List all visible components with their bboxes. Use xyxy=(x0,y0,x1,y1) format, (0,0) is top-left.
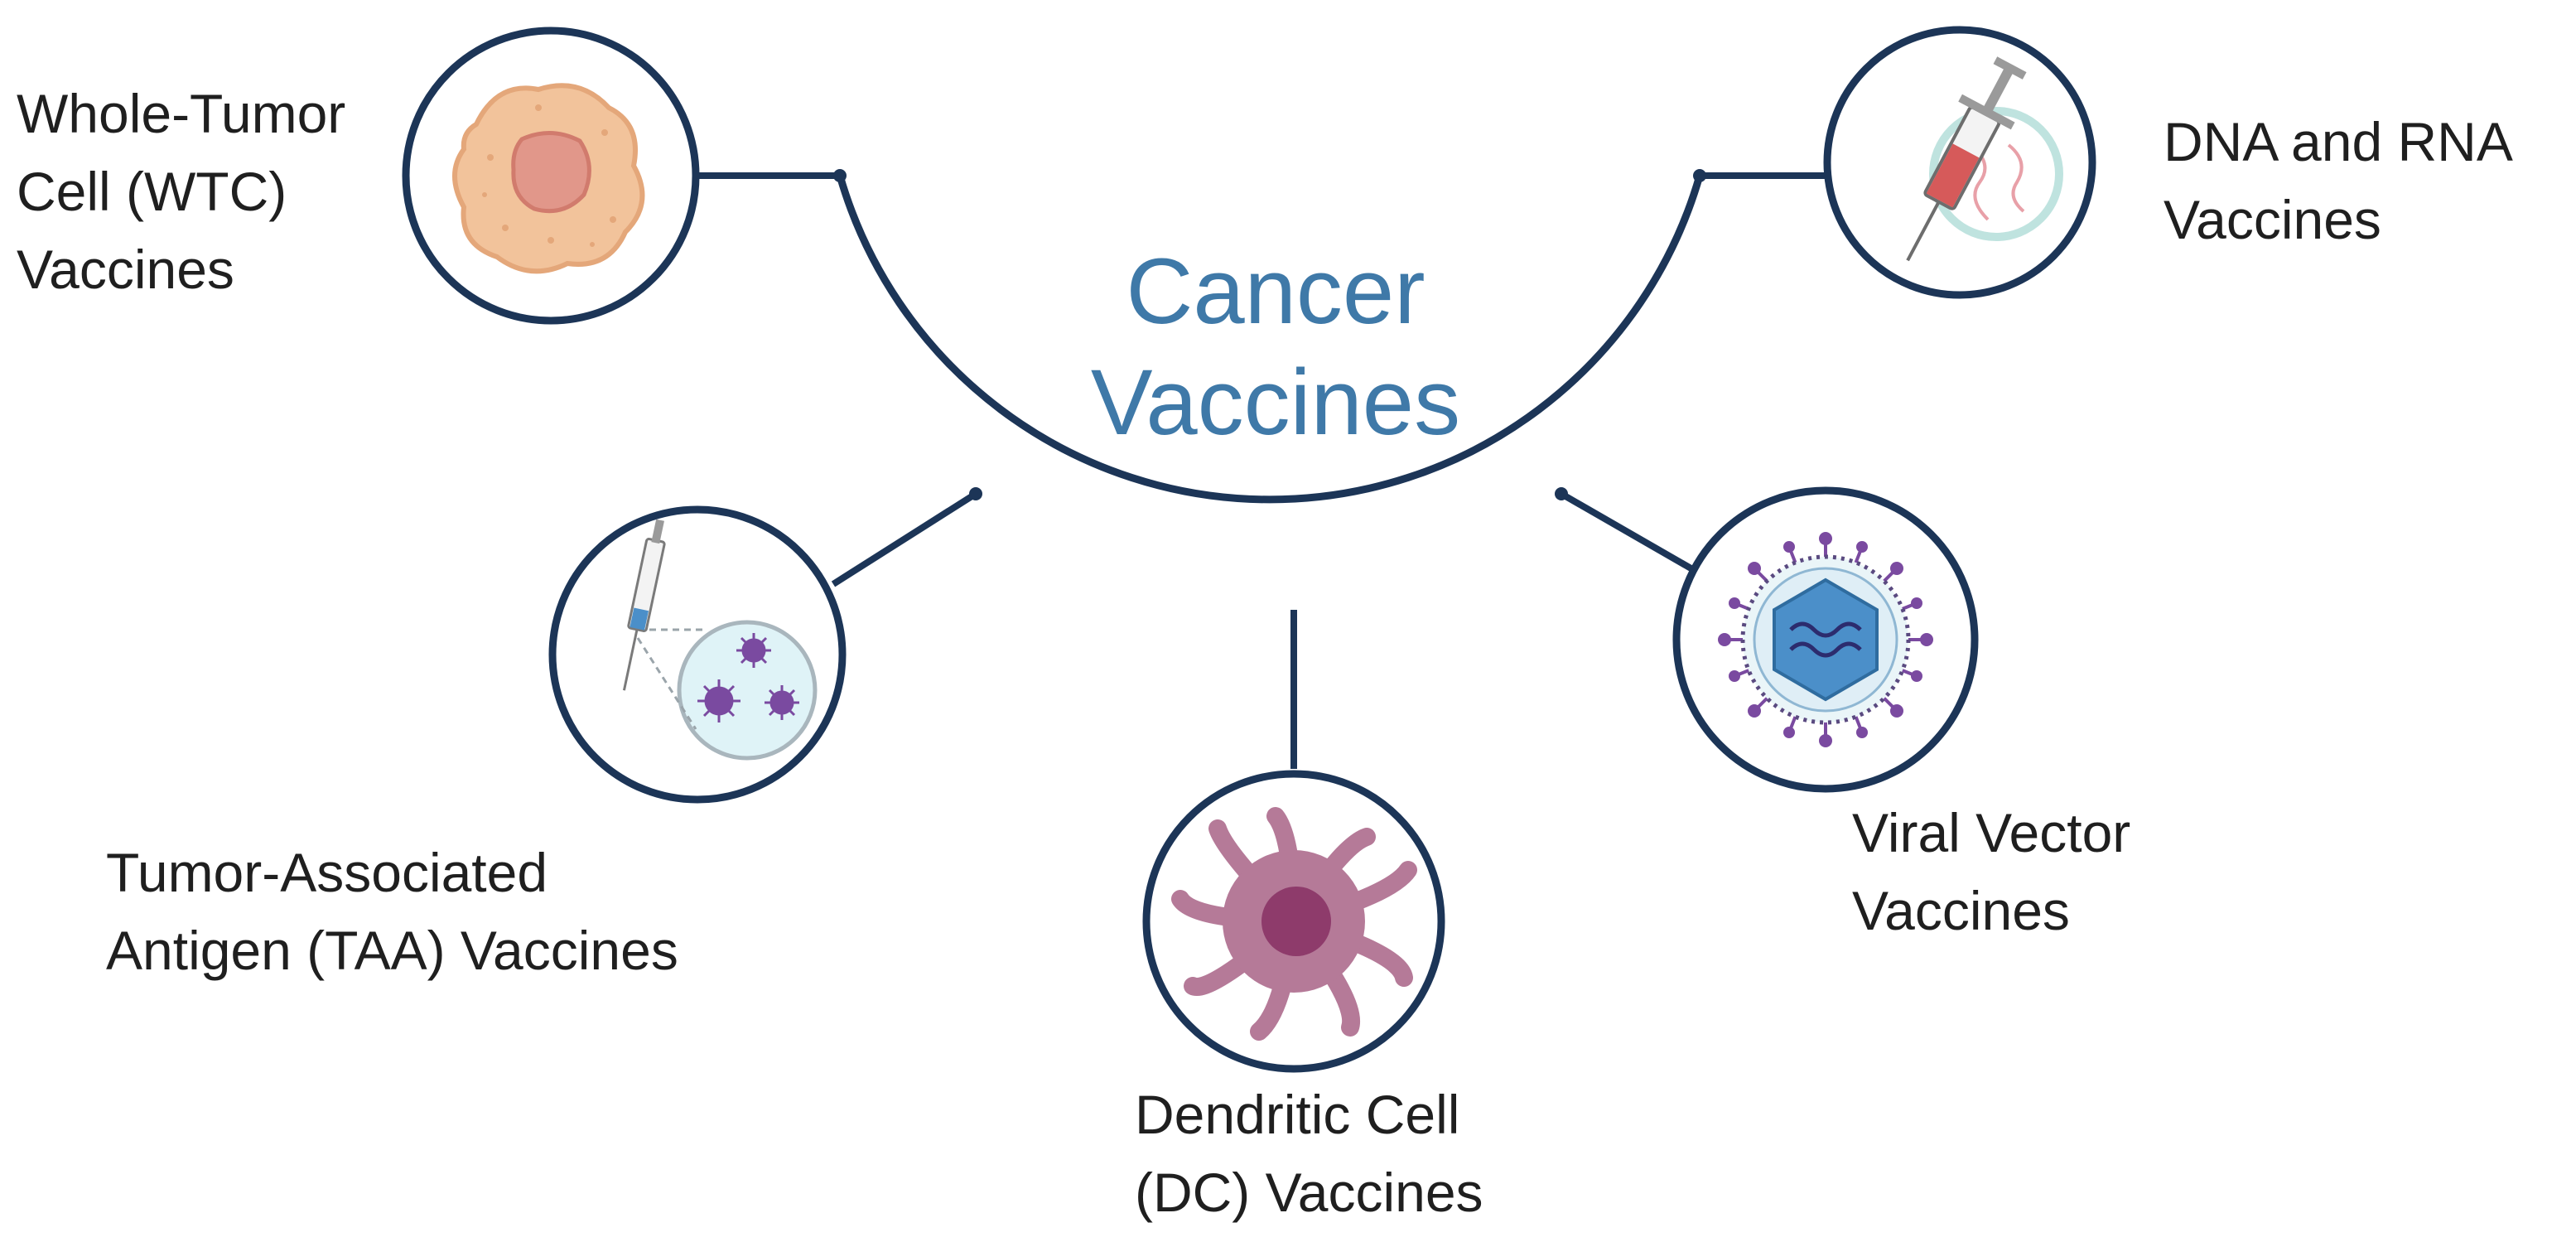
label-dna-rna-line1: DNA and RNA xyxy=(2164,111,2513,172)
viral-node xyxy=(1672,486,1979,793)
label-viral: Viral Vector Vaccines xyxy=(1852,794,2130,950)
connector-taa xyxy=(831,491,978,587)
connector-dot-taa xyxy=(969,487,982,500)
label-wtc-line3: Vaccines xyxy=(17,239,234,300)
syringe-antigen-icon xyxy=(622,519,818,761)
center-title: Cancer Vaccines xyxy=(986,236,1565,458)
center-title-line1: Cancer xyxy=(1126,239,1425,343)
virus-icon xyxy=(1718,532,1933,747)
central-arc xyxy=(836,174,1704,504)
taa-node xyxy=(548,505,847,804)
syringe-nucleic-acid-icon xyxy=(1906,56,2063,262)
tumor-cell-icon xyxy=(452,83,645,274)
label-dc-line2: (DC) Vaccines xyxy=(1135,1162,1483,1223)
label-dc-line1: Dendritic Cell xyxy=(1135,1084,1460,1145)
label-viral-line2: Vaccines xyxy=(1852,880,2070,941)
dc-node xyxy=(1142,770,1445,1073)
connector-dot-viral xyxy=(1555,487,1568,500)
label-taa-line2: Antigen (TAA) Vaccines xyxy=(106,920,678,981)
dendritic-cell-icon xyxy=(1171,807,1417,1041)
label-wtc-line1: Whole-Tumor xyxy=(17,83,346,144)
label-wtc: Whole-Tumor Cell (WTC) Vaccines xyxy=(17,75,345,308)
dna-rna-node xyxy=(1823,26,2096,299)
wtc-node xyxy=(402,27,700,325)
label-dna-rna: DNA and RNA Vaccines xyxy=(2164,103,2513,259)
connector-viral xyxy=(1560,491,1696,573)
label-dna-rna-line2: Vaccines xyxy=(2164,189,2381,250)
center-title-line2: Vaccines xyxy=(1090,350,1461,454)
label-wtc-line2: Cell (WTC) xyxy=(17,161,287,222)
label-taa: Tumor-Associated Antigen (TAA) Vaccines xyxy=(106,834,678,989)
label-taa-line1: Tumor-Associated xyxy=(106,842,548,903)
label-dc: Dendritic Cell (DC) Vaccines xyxy=(1135,1075,1483,1231)
label-viral-line1: Viral Vector xyxy=(1852,802,2131,863)
